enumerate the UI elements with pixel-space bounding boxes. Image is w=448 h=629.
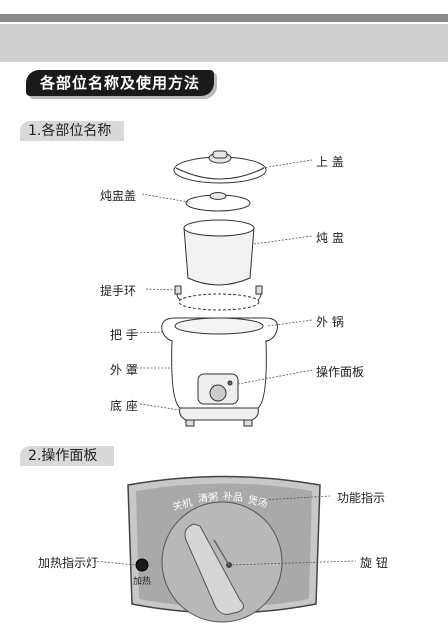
dial-mode-tonic: 补品	[222, 491, 244, 504]
section-heading-control-panel-text: 2.操作面板	[28, 448, 98, 464]
label-outer-pot: 外 锅	[316, 315, 344, 329]
page-title-text: 各部位名称及使用方法	[39, 74, 200, 92]
inner-pot-illustration	[183, 227, 255, 286]
label-outer-cover: 外 罩	[110, 363, 138, 377]
heating-indicator-light-illustration	[135, 558, 149, 572]
page-title: 各部位名称及使用方法	[26, 70, 214, 96]
header-band-light	[0, 24, 448, 62]
label-upper-lid: 上 盖	[316, 155, 344, 169]
label-heating-light: 加热指示灯	[38, 556, 99, 570]
lift-ring-illustration	[178, 293, 260, 311]
label-control-panel: 操作面板	[316, 365, 365, 379]
control-panel-illustration	[93, 475, 357, 623]
label-base: 底 座	[110, 399, 138, 413]
header-band-dark	[0, 14, 448, 22]
label-function-indicator: 功能指示	[337, 491, 386, 505]
section-heading-control-panel: 2.操作面板	[20, 446, 114, 466]
label-inner-pot: 炖 盅	[316, 231, 344, 245]
label-heat: 加热	[133, 577, 152, 587]
label-lift-ring: 提手环	[100, 284, 137, 298]
label-knob: 旋 钮	[360, 556, 388, 570]
label-inner-lid: 炖盅盖	[100, 189, 137, 203]
section-heading-parts-text: 1.各部位名称	[28, 123, 112, 139]
section-heading-parts: 1.各部位名称	[20, 121, 124, 141]
label-handle: 把 手	[110, 328, 138, 342]
dial-mode-porridge: 清粥	[197, 492, 219, 505]
base-illustration	[179, 407, 259, 421]
